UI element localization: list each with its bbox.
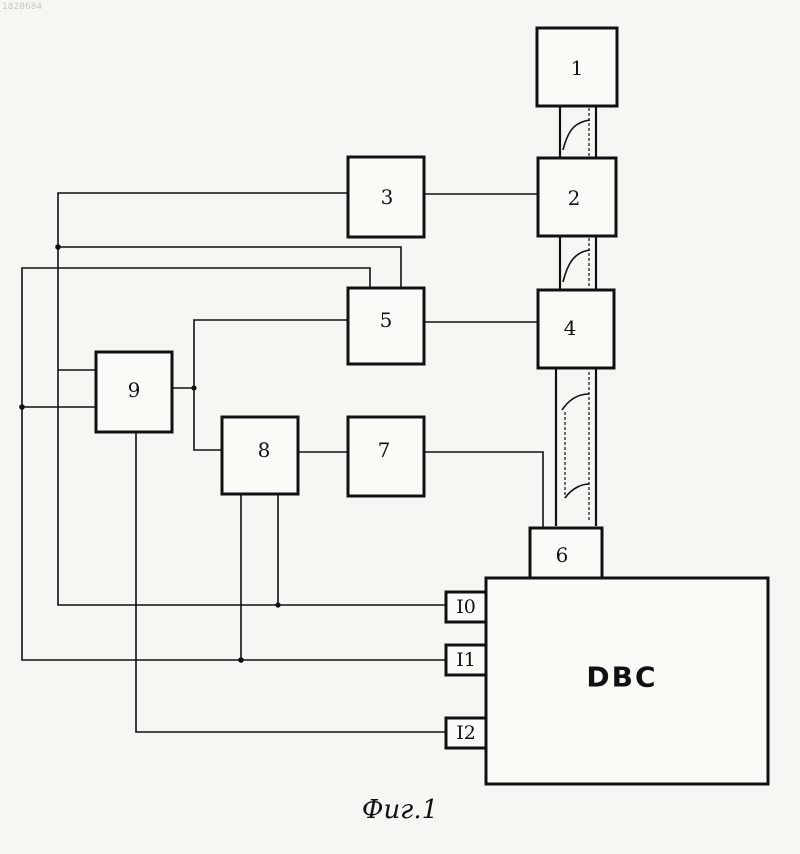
port-11: I1 — [446, 645, 486, 675]
dbc-label: DBC — [586, 661, 657, 694]
figure-caption: Фиг.1 — [362, 795, 438, 825]
block-2: 2 — [538, 158, 616, 236]
block-1: 1 — [537, 28, 617, 106]
port-11-label: I1 — [456, 649, 476, 671]
block-7-label: 7 — [378, 438, 391, 462]
port-10: I0 — [446, 592, 486, 622]
watermark: 1828684 — [2, 2, 42, 12]
block-5-label: 5 — [380, 308, 393, 332]
block-3-label: 3 — [381, 185, 394, 209]
block-4: 4 — [538, 290, 614, 368]
block-9: 9 — [96, 352, 172, 432]
block-6: 6 — [530, 528, 602, 578]
block-9-label: 9 — [128, 378, 141, 402]
block-6-label: 6 — [556, 543, 569, 567]
port-12: I2 — [446, 718, 486, 748]
dbc-unit: DBC — [486, 578, 768, 784]
block-5: 5 — [348, 288, 424, 364]
block-1-label: 1 — [571, 56, 584, 80]
port-12-label: I2 — [456, 722, 476, 744]
block-8-label: 8 — [258, 438, 271, 462]
block-8: 8 — [222, 417, 298, 494]
block-7: 7 — [348, 417, 424, 496]
block-2-label: 2 — [568, 186, 581, 210]
block-4-label: 4 — [564, 316, 577, 340]
block-3: 3 — [348, 157, 424, 237]
port-10-label: I0 — [456, 596, 476, 618]
